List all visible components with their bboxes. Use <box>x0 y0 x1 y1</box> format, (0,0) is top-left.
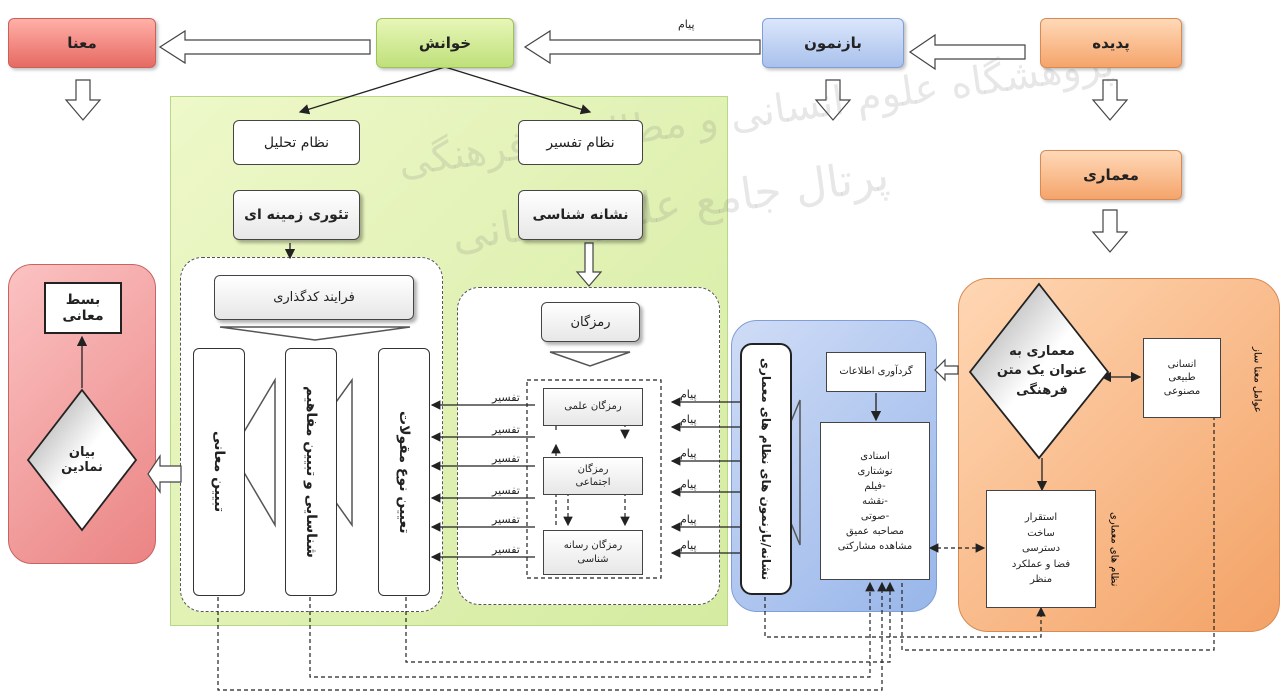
tafsir-label-6: تفسیر <box>492 543 520 556</box>
nezam-tahlil-box: نظام تحلیل <box>233 120 360 165</box>
tafsir-label-1: تفسیر <box>492 391 520 404</box>
factors-box: انسانی طبیعی مصنوعی <box>1143 338 1221 418</box>
payam-label-1: پیام <box>680 388 697 401</box>
payam-label-4: پیام <box>680 478 697 491</box>
system-1: استقرار <box>1024 512 1058 524</box>
collect-box: گردآوری اطلاعات <box>826 352 926 392</box>
col-taeein: تعیین نوع مقولات <box>378 348 430 596</box>
nezam-tafsir-box: نظام تفسیر <box>518 120 643 165</box>
theory-box: تئوری زمینه ای <box>233 190 360 240</box>
semiotics-box: نشانه شناسی <box>518 190 643 240</box>
method-7: مشاهده مشارکتی <box>837 540 913 552</box>
methods-box: اسنادی نوشتاری -فیلم -نقشه -صوتی مصاحبه … <box>820 422 930 580</box>
bast-box: بسط معانی <box>44 282 122 334</box>
tafsir-label-2: تفسیر <box>492 423 520 436</box>
col-shenasaei-label: شناسایی و تبیین مفاهیم <box>303 386 319 558</box>
code-box-2: رمزگان اجتماعی <box>543 457 643 495</box>
khanesh-box: خوانش <box>376 18 514 68</box>
payam-top-label: پیام <box>678 18 695 31</box>
payam-label-5: پیام <box>680 513 697 526</box>
mana-box: معنا <box>8 18 156 68</box>
system-5: منظر <box>1029 574 1053 586</box>
baznemun-box: بازنمون <box>762 18 904 68</box>
method-4: -نقشه <box>862 495 888 507</box>
factors-title: عوامل معنا ساز <box>1247 330 1267 430</box>
payam-label-6: پیام <box>680 539 697 552</box>
col-taeein-label: تعیین نوع مقولات <box>396 410 412 534</box>
method-3: -فیلم <box>864 480 886 492</box>
hollow-arrows <box>64 29 1129 494</box>
systems-box: استقرار ساخت دسترسی فضا و عملکرد منظر <box>986 490 1096 608</box>
system-4: فضا و عملکرد <box>1011 558 1071 570</box>
systems-title-label: نظام های معماری <box>1108 511 1120 587</box>
tafsir-arrows <box>430 400 535 562</box>
representation-column: نشانه‌/بازنمون های نظام های معماری <box>740 343 792 595</box>
factors-title-label: عوامل معنا ساز <box>1251 347 1263 413</box>
payam-arrows <box>670 397 740 558</box>
tafsir-label-3: تفسیر <box>492 452 520 465</box>
method-6: مصاحبه عمیق <box>846 525 904 537</box>
representation-label: نشانه‌/بازنمون های نظام های معماری <box>759 357 773 581</box>
bayan-diamond-shape <box>26 388 138 532</box>
col-shenasaei: شناسایی و تبیین مفاهیم <box>285 348 337 596</box>
tafsir-label-4: تفسیر <box>492 484 520 497</box>
system-2: ساخت <box>1027 527 1055 539</box>
code-box-3: رمزگان رسانه شناسی <box>543 530 643 575</box>
method-5: -صوتی <box>860 510 890 522</box>
payam-label-2: پیام <box>680 413 697 426</box>
diamond-shape <box>968 282 1110 460</box>
ramzegan-box: رمزگان <box>541 302 640 342</box>
tafsir-label-5: تفسیر <box>492 513 520 526</box>
systems-title: نظام های معماری <box>1104 490 1124 608</box>
col-tabyin: تبیین معانی <box>193 348 245 596</box>
system-3: دسترسی <box>1021 543 1061 555</box>
code-box-1: رمزگان علمی <box>543 388 643 426</box>
bayan-label: بیان نمادین <box>61 445 103 475</box>
method-1: اسنادی <box>860 450 890 462</box>
coding-box: فرایند کدگذاری <box>214 275 414 320</box>
diamond-label: معماری به عنوان یک متن فرهنگی <box>996 343 1088 398</box>
padideh-box: پدیده <box>1040 18 1182 68</box>
payam-label-3: پیام <box>680 447 697 460</box>
memari-box: معماری <box>1040 150 1182 200</box>
col-tabyin-label: تبیین معانی <box>211 431 227 513</box>
method-2: نوشتاری <box>857 465 893 477</box>
